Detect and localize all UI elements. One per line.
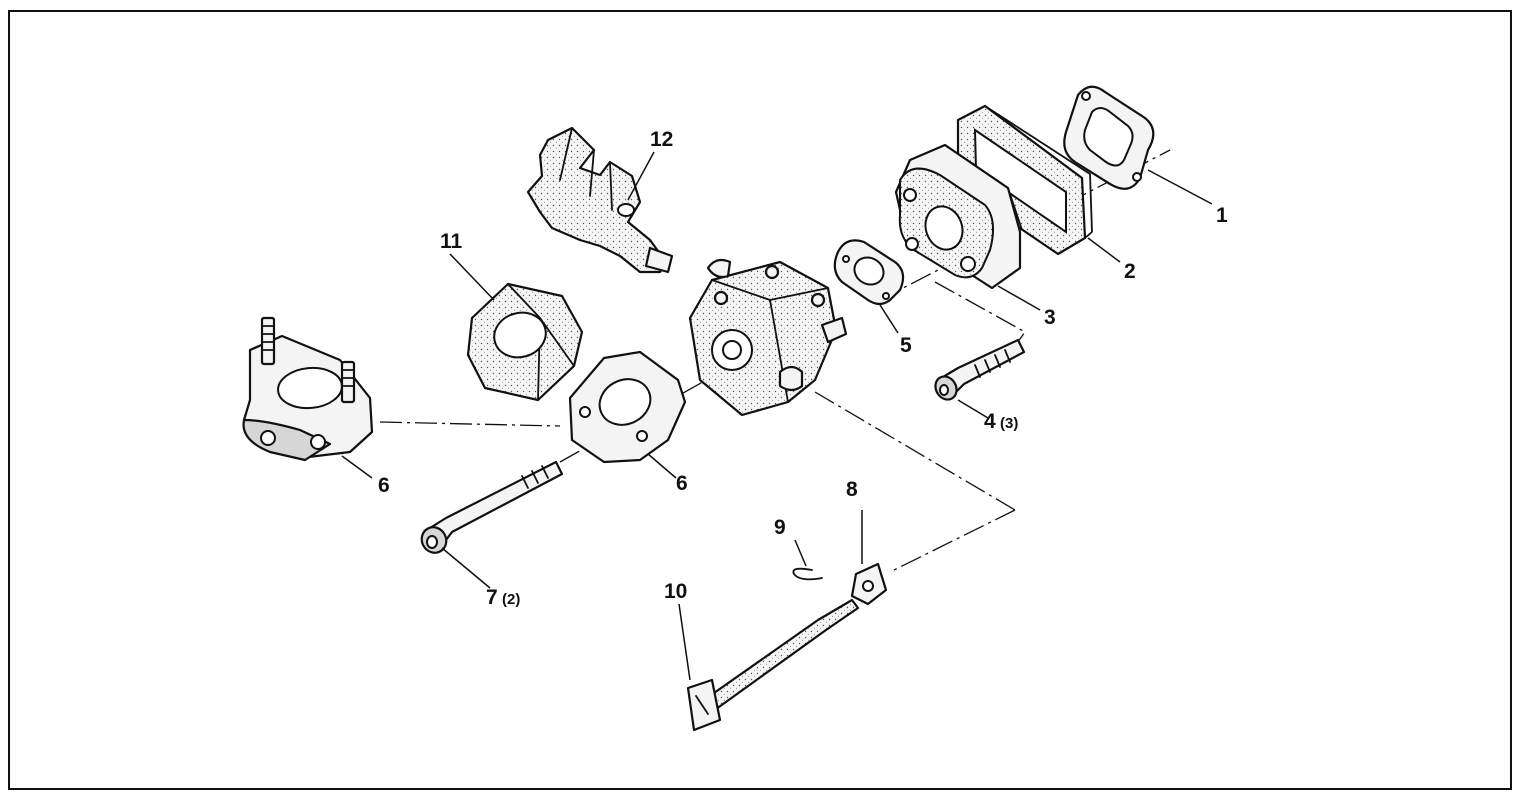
part-3-adapter-block: [894, 143, 1023, 290]
callout-2: 2: [1124, 260, 1136, 283]
callout-1: 1: [1216, 204, 1228, 227]
callout-6-flange: 6: [378, 474, 390, 497]
callout-4-quantity: (3): [1000, 415, 1018, 432]
part-4-bolt: [934, 338, 1026, 401]
callout-labels: 1 2 3 4 (3) 5 6 6 7 (2) 8 9 10 11 12: [378, 128, 1228, 609]
part-7-long-bolt: [420, 460, 564, 554]
leader-lines: [341, 151, 1213, 681]
part-6-insulator-plate: [568, 350, 687, 464]
carburetor-body: [688, 258, 848, 417]
part-10-throttle-rod: [686, 598, 860, 732]
callout-4: 4: [984, 410, 996, 433]
callout-7-quantity: (2): [502, 591, 520, 608]
part-9-clip: [792, 567, 823, 581]
part-11-spacer-block: [466, 282, 584, 402]
callout-10: 10: [664, 580, 687, 603]
callout-6-plate: 6: [676, 472, 688, 495]
callout-9: 9: [774, 516, 786, 539]
part-5-gasket: [833, 239, 905, 306]
callout-11: 11: [440, 230, 463, 253]
callout-8: 8: [846, 478, 858, 501]
callout-5: 5: [900, 334, 912, 357]
part-1-gasket: [1063, 85, 1155, 190]
part-8-link-end: [850, 562, 888, 606]
callout-3: 3: [1044, 306, 1056, 329]
part-6-intake-flange: [242, 316, 374, 462]
callout-12: 12: [650, 128, 673, 151]
callout-7: 7: [486, 586, 498, 609]
part-12-throttle-lever: [526, 126, 674, 274]
